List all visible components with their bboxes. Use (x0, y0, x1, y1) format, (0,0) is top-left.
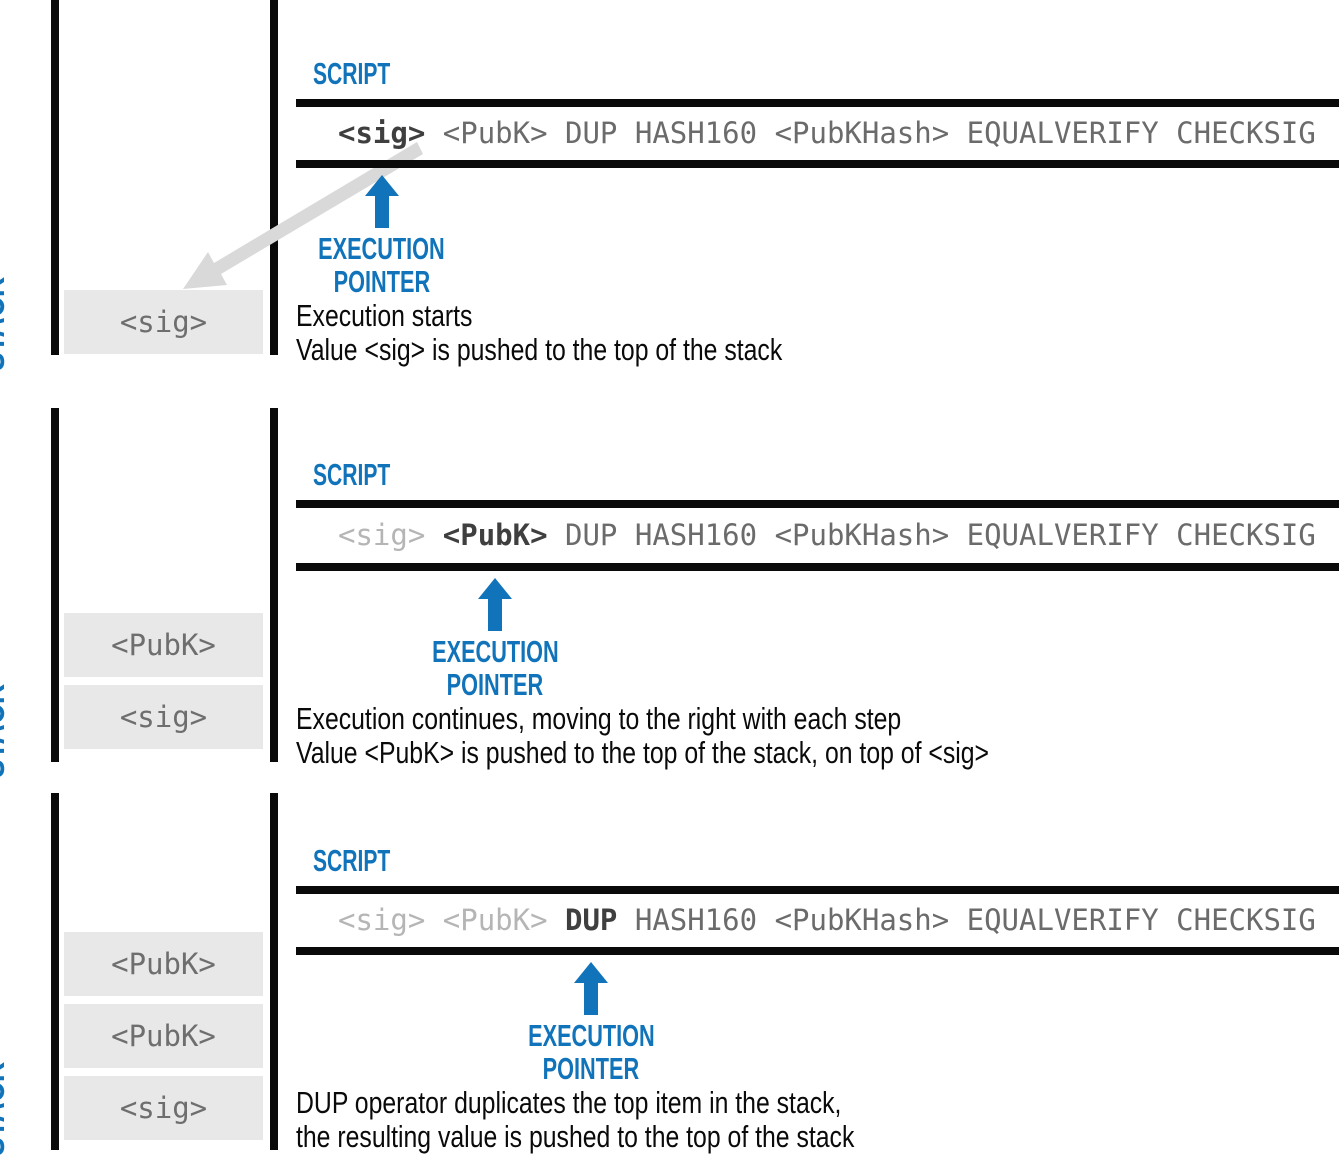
script-token: <PubKHash> (774, 903, 950, 937)
stack-right-wall (270, 793, 278, 1150)
script-line: <sig> <PubK> DUP HASH160 <PubKHash> EQUA… (338, 508, 1316, 563)
script-rule-top (296, 500, 1339, 508)
script-rule-bottom (296, 160, 1339, 168)
script-token: DUP (565, 116, 618, 150)
script-rule-top (296, 99, 1339, 107)
script-token: EQUALVERIFY (966, 116, 1159, 150)
script-token: CHECKSIG (1176, 518, 1316, 552)
stack-item-label: <sig> (119, 700, 208, 734)
script-token: CHECKSIG (1176, 903, 1316, 937)
script-token: HASH160 (634, 518, 758, 552)
script-token: HASH160 (634, 903, 758, 937)
description-line: the resulting value is pushed to the top… (296, 1119, 855, 1154)
stack-label: STACK (0, 277, 12, 371)
stack-left-wall (51, 793, 59, 1150)
description-line: Execution continues, moving to the right… (296, 701, 902, 736)
description-line: Execution starts (296, 298, 473, 333)
execution-pointer-arrow (364, 175, 399, 228)
script-rule-bottom (296, 563, 1339, 571)
script-rule-top (296, 886, 1339, 894)
arrow-shaft (584, 983, 599, 1015)
stack-item: <PubK> (64, 932, 263, 996)
script-token: HASH160 (634, 116, 758, 150)
script-label: SCRIPT (313, 56, 391, 91)
script-token: <PubKHash> (774, 116, 950, 150)
script-token: EQUALVERIFY (966, 518, 1159, 552)
script-token: <PubKHash> (774, 518, 950, 552)
stack-left-wall (51, 408, 59, 762)
stack-item-label: <sig> (119, 1091, 208, 1125)
stack-item: <sig> (64, 1076, 263, 1140)
execution-pointer-arrow (574, 962, 609, 1015)
description-line: Value <sig> is pushed to the top of the … (296, 332, 783, 367)
stack-item-label: <PubK> (111, 1019, 216, 1053)
description-line: DUP operator duplicates the top item in … (296, 1085, 842, 1120)
step-description: Execution continues, moving to the right… (296, 702, 1162, 770)
script-rule-bottom (296, 947, 1339, 955)
execution-pointer-arrow (478, 578, 513, 631)
stack-right-wall (270, 408, 278, 762)
arrow-head-icon (478, 578, 513, 599)
script-token: <sig> (338, 518, 426, 552)
script-token: <sig> (338, 903, 426, 937)
arrow-shaft (374, 196, 389, 228)
step-description: DUP operator duplicates the top item in … (296, 1086, 994, 1154)
stack-label: STACK (0, 684, 12, 778)
script-token: <PubK> (442, 518, 548, 552)
stack-left-wall (51, 0, 59, 355)
script-token: CHECKSIG (1176, 116, 1316, 150)
script-token: DUP (565, 903, 618, 937)
stack-item-label: <PubK> (111, 628, 216, 662)
script-label: SCRIPT (313, 457, 391, 492)
execution-pointer-label-line: EXECUTION (431, 634, 559, 669)
stack-item-label: <PubK> (111, 947, 216, 981)
stack-item: <PubK> (64, 613, 263, 677)
arrow-head-icon (364, 175, 399, 196)
execution-pointer-label-line: POINTER (542, 1051, 640, 1086)
script-line: <sig> <PubK> DUP HASH160 <PubKHash> EQUA… (338, 894, 1316, 947)
stack-right-wall (270, 0, 278, 355)
execution-pointer-label-line: EXECUTION (527, 1018, 655, 1053)
stack-item: <sig> (64, 685, 263, 749)
script-token: <sig> (338, 116, 426, 150)
execution-pointer-label-line: EXECUTION (318, 231, 445, 266)
arrow-shaft (488, 599, 503, 631)
script-label: SCRIPT (313, 843, 391, 878)
description-line: Value <PubK> is pushed to the top of the… (296, 735, 990, 770)
stack-item: <PubK> (64, 1004, 263, 1068)
stack-label: STACK (0, 1062, 12, 1156)
arrow-head-icon (574, 962, 609, 983)
script-line: <sig> <PubK> DUP HASH160 <PubKHash> EQUA… (338, 107, 1316, 160)
script-token: DUP (565, 518, 618, 552)
execution-pointer-label-line: POINTER (446, 667, 544, 702)
execution-pointer-label-line: POINTER (333, 264, 430, 299)
stack-item: <sig> (64, 290, 263, 354)
stack-item-label: <sig> (119, 305, 208, 339)
script-token: <PubK> (442, 116, 548, 150)
script-token: <PubK> (442, 903, 548, 937)
script-token: EQUALVERIFY (966, 903, 1159, 937)
